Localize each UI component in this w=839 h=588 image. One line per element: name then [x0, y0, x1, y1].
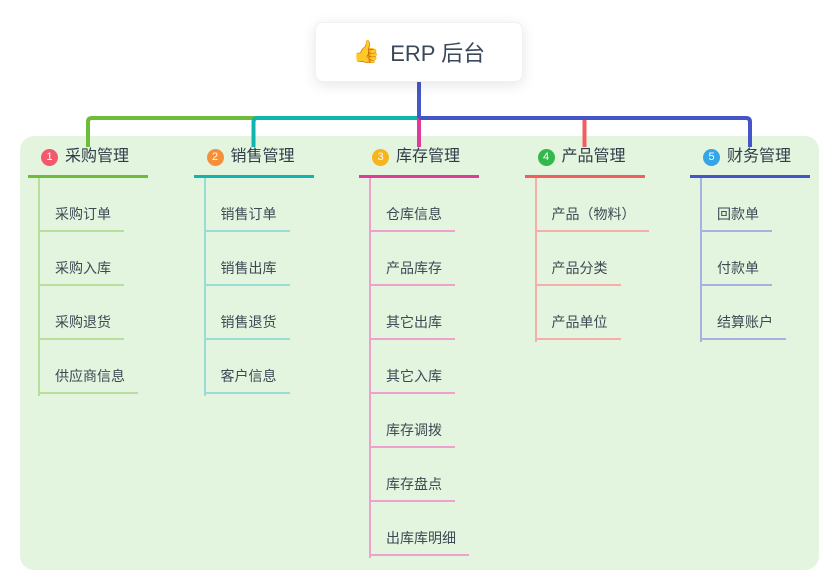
branch-node-2[interactable]: 2 销售管理	[193, 146, 314, 178]
child-node-label[interactable]: 产品库存	[369, 258, 455, 286]
branch-label: 销售管理	[230, 148, 295, 165]
branch-label: 采购管理	[65, 148, 130, 165]
child-node-label[interactable]: 采购入库	[38, 258, 124, 286]
branch-number-badge: 4	[537, 148, 555, 166]
branch-node-3[interactable]: 3 库存管理	[359, 146, 479, 178]
root-node-erp[interactable]: 👍 ERP 后台	[315, 22, 523, 82]
child-node-label[interactable]: 客户信息	[203, 366, 290, 394]
child-node-label[interactable]: 其它入库	[369, 366, 455, 394]
branch-label: 产品管理	[561, 148, 626, 165]
subtree-line-branch-1	[38, 178, 40, 396]
branch-label: 库存管理	[396, 148, 461, 165]
branch-label: 财务管理	[727, 148, 792, 165]
child-node: 库存盘点	[369, 474, 455, 502]
branch-node-5[interactable]: 5 财务管理	[690, 146, 810, 178]
branch-node-1[interactable]: 1 采购管理	[28, 146, 148, 178]
child-node-label[interactable]: 采购退货	[38, 312, 124, 340]
branch-number-badge: 2	[206, 148, 224, 166]
child-node: 销售退货	[203, 312, 290, 340]
child-node-label[interactable]: 库存盘点	[369, 474, 455, 502]
child-node-label[interactable]: 产品单位	[534, 312, 621, 340]
child-node-label[interactable]: 出库库明细	[369, 528, 469, 556]
child-node: 其它入库	[369, 366, 455, 394]
subtree-line-branch-2	[203, 178, 206, 396]
thumbs-up-icon: 👍	[352, 39, 381, 64]
child-node: 回款单	[700, 204, 772, 232]
child-node: 采购订单	[38, 204, 124, 232]
branch-number-badge: 5	[703, 148, 720, 166]
child-node-label[interactable]: 供应商信息	[38, 366, 138, 394]
child-node: 客户信息	[203, 366, 290, 394]
child-node-label[interactable]: 仓库信息	[369, 204, 455, 232]
child-node-label[interactable]: 销售退货	[203, 312, 290, 340]
branches-background-panel	[20, 136, 819, 570]
child-node: 产品单位	[534, 312, 621, 340]
child-node: 采购入库	[38, 258, 124, 286]
branch-number-badge: 3	[372, 148, 389, 166]
branch-node-4[interactable]: 4 产品管理	[524, 146, 645, 178]
child-node-label[interactable]: 产品分类	[534, 258, 621, 286]
child-node: 出库库明细	[369, 528, 469, 556]
child-node-label[interactable]: 销售订单	[203, 204, 290, 232]
child-node: 产品分类	[534, 258, 621, 286]
subtree-line-branch-5	[700, 178, 702, 342]
child-node-label[interactable]: 付款单	[700, 258, 772, 286]
branch-number-badge: 1	[41, 148, 58, 166]
subtree-line-branch-3	[369, 178, 371, 558]
child-node: 库存调拨	[369, 420, 455, 448]
subtree-line-branch-4	[534, 178, 537, 342]
child-node: 付款单	[700, 258, 772, 286]
child-node-label[interactable]: 采购订单	[38, 204, 124, 232]
child-node-label[interactable]: 销售出库	[203, 258, 290, 286]
child-node-label[interactable]: 回款单	[700, 204, 772, 232]
child-node: 销售出库	[203, 258, 290, 286]
child-node: 其它出库	[369, 312, 455, 340]
child-node: 产品（物料）	[534, 204, 649, 232]
child-node: 仓库信息	[369, 204, 455, 232]
root-node-label: ERP 后台	[390, 41, 486, 66]
child-node-label[interactable]: 其它出库	[369, 312, 455, 340]
child-node: 产品库存	[369, 258, 455, 286]
child-node: 结算账户	[700, 312, 786, 340]
child-node-label[interactable]: 结算账户	[700, 312, 786, 340]
child-node: 采购退货	[38, 312, 124, 340]
child-node-label[interactable]: 产品（物料）	[534, 204, 649, 232]
child-node-label[interactable]: 库存调拨	[369, 420, 455, 448]
child-node: 销售订单	[203, 204, 290, 232]
child-node: 供应商信息	[38, 366, 138, 394]
